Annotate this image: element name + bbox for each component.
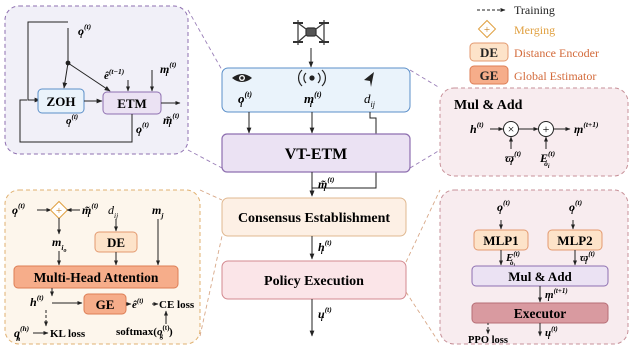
zoom-guide-lines [187, 9, 441, 169]
vt-etm-box [221, 133, 411, 173]
muladd-m-out-label: m(t+1)i [574, 120, 599, 138]
etm-feedback-top [27, 21, 68, 103]
consensus-title: Consensus Establishment [238, 211, 390, 226]
cons-mio-label: mio [52, 235, 66, 254]
vt-etm-title: VT-ETM [285, 146, 348, 163]
drone-icon [293, 20, 329, 45]
legend-ge-full: Global Estimator [514, 69, 596, 83]
ppo-loss-label: PPO loss [468, 335, 508, 346]
policy-detail-panel: o(t)i o(t)i MLP1 MLP2 E(t)oi ϖ(t)i Mul &… [439, 189, 629, 346]
obs-d-label: dij [364, 91, 376, 109]
policy-execution-title: Policy Execution [264, 274, 364, 289]
consensus-detail-panel: o(t)i + m̃(t)i mio dij DE mj Multi-Head … [4, 189, 201, 345]
legend-de-full: Distance Encoder [514, 46, 599, 60]
cons-mtilde-label: m̃(t)i [82, 201, 99, 219]
pol-o-left-label: o(t)i [497, 198, 511, 216]
zoh-label: ZOH [47, 94, 76, 109]
h-center-label: h(t)i [318, 238, 332, 256]
cons-o-label: o(t)i [12, 201, 26, 219]
plus-op-symbol: + [543, 122, 550, 136]
policy-execution-box [221, 260, 407, 300]
navigation-icon [364, 72, 374, 87]
legend-merging-plus: + [484, 24, 490, 36]
etm-label: ETM [117, 96, 147, 111]
center-pipeline: o(t)i m(t)i dij VT-ETM m̃(t)i Consensus … [221, 20, 411, 337]
mlp1-label: MLP1 [483, 233, 518, 248]
eye-icon [232, 74, 252, 82]
merge-plus: + [56, 205, 62, 217]
pol-m-out-label: m(t+1)i [545, 287, 568, 303]
pol-o-right-label: o(t)i [569, 198, 583, 216]
kl-loss-label: KL loss [50, 328, 86, 340]
pol-varpi-label: ϖ(t)i [580, 250, 595, 266]
muladd-E-label: E(t)oi [539, 149, 556, 170]
softmax-label: softmax(o(t)g) [116, 324, 173, 340]
muladd-varpi-label: ϖ(t)i [505, 149, 522, 167]
legend-de-box [469, 42, 509, 62]
etm-split-to-etm [67, 62, 111, 92]
obs-m-label: m(t)i [304, 90, 322, 109]
ge-box-label: GE [96, 297, 115, 312]
etm-o-zoh-label: o(t)i [66, 113, 78, 129]
wireless-icon [298, 69, 326, 87]
muladd-h-label: h(t) [470, 120, 484, 136]
observation-box [221, 67, 411, 113]
cons-q-label: q(h)h [14, 324, 30, 343]
mlp2-label: MLP2 [557, 233, 592, 248]
mha-label: Multi-Head Attention [34, 270, 159, 285]
consensus-box [221, 197, 407, 237]
merge-diamond [49, 200, 69, 220]
legend: Training + Merging DE Distance Encoder G… [469, 3, 599, 85]
cons-dij-label: dij [108, 203, 118, 220]
muladd-detail-panel: Mul & Add h(t) × + m(t+1)i ϖ(t)i E(t)oi [439, 87, 629, 177]
zoom-guide-lines-lower [199, 189, 441, 345]
legend-de-abbr: DE [480, 45, 498, 60]
etm-m-in-label: m(t)i [160, 60, 177, 78]
etm-o-bottom-label: o(t)i [136, 120, 150, 138]
etm-m-out-label: m̃(t)i [163, 111, 180, 129]
legend-ge-box [469, 65, 509, 85]
executor-label: Executor [514, 306, 566, 321]
etm-o-top-label: o(t)i [78, 22, 92, 40]
times-op-symbol: × [508, 122, 515, 136]
legend-ge-abbr: GE [480, 68, 499, 83]
pol-u-label: u(t)i [545, 325, 558, 341]
muladd-title: Mul & Add [454, 98, 523, 113]
cons-mj-label: mj [152, 203, 164, 220]
de-box-label: DE [107, 235, 125, 250]
u-center-label: u(t)i [318, 305, 332, 323]
etm-detail-panel: o(t)i ZOH ETM ê(t−1) m(t)i o(t)i m̃(t)i … [4, 5, 189, 155]
ce-loss-label: CE loss [159, 299, 195, 311]
etm-to-zoh [62, 62, 69, 89]
legend-merging-label: Merging [514, 23, 555, 37]
cons-h-label: h(t) [30, 293, 44, 309]
m-tilde-center-label: m̃(t)i [318, 175, 335, 193]
mha-box [13, 265, 179, 289]
legend-training-label: Training [514, 3, 555, 17]
legend-merging-symbol [477, 19, 497, 39]
obs-o-label: o(t)i [238, 90, 252, 109]
etm-feedback-bottom [19, 99, 133, 143]
pol-muladd-label: Mul & Add [508, 269, 572, 284]
cons-ehat-label: ê(t) [132, 297, 144, 311]
etm-ehat-label: ê(t−1) [104, 67, 125, 82]
